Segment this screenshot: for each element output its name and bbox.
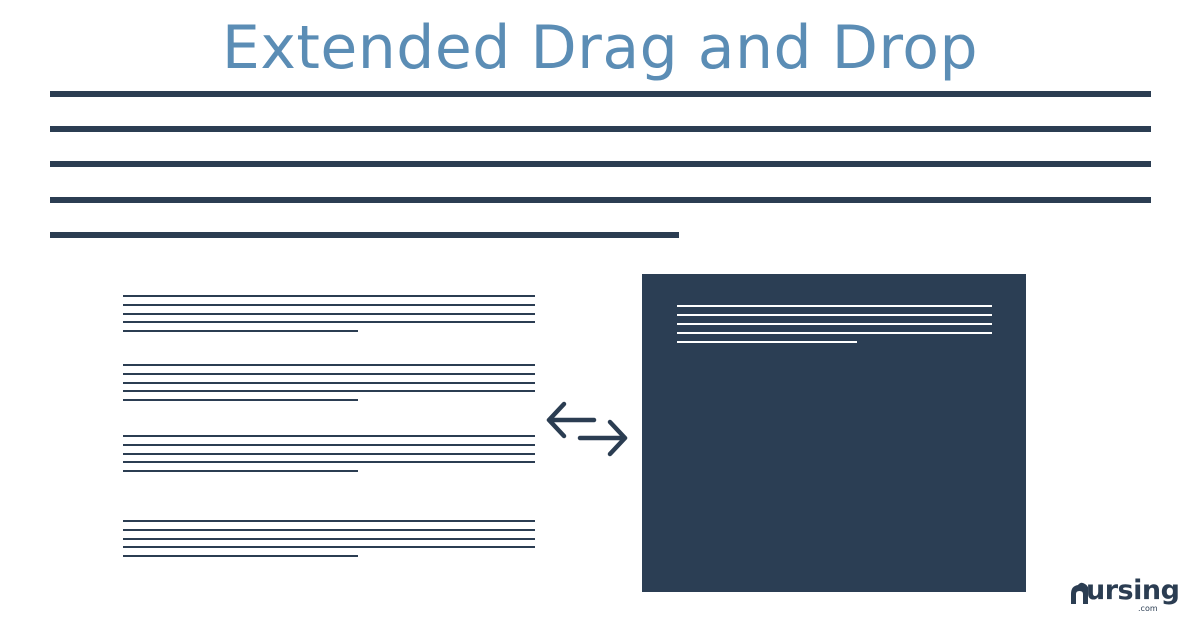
drag-item-line xyxy=(123,444,535,446)
swap-arrows-icon xyxy=(546,401,628,457)
drag-item-line xyxy=(123,520,535,522)
prompt-line xyxy=(50,161,1151,167)
logo-wordmark: ursing xyxy=(1086,575,1180,606)
prompt-line xyxy=(50,197,1151,203)
brand-logo: ursing .com xyxy=(1066,576,1180,616)
drop-zone-line xyxy=(677,323,992,325)
drag-item-line xyxy=(123,538,535,540)
drop-zone-line xyxy=(677,314,992,316)
prompt-line xyxy=(50,232,679,238)
logo-suffix: .com xyxy=(1138,604,1158,613)
drag-item-line xyxy=(123,313,535,315)
drag-item-line xyxy=(123,373,535,375)
drop-zone-line xyxy=(677,305,992,307)
drop-zone[interactable] xyxy=(642,274,1026,592)
drag-item-line xyxy=(123,304,535,306)
cloud-logo-icon xyxy=(1071,582,1089,604)
drop-zone-line xyxy=(677,332,992,334)
prompt-line xyxy=(50,91,1151,97)
drag-item-line xyxy=(123,364,535,366)
drag-item-line xyxy=(123,461,535,463)
prompt-line xyxy=(50,126,1151,132)
drag-item-line xyxy=(123,321,535,323)
drag-item-line xyxy=(123,453,535,455)
drag-item-line xyxy=(123,546,535,548)
drag-item-line xyxy=(123,382,535,384)
drag-item-line xyxy=(123,555,358,557)
drag-item-line xyxy=(123,470,358,472)
drag-item-line xyxy=(123,390,535,392)
drag-item-line xyxy=(123,330,358,332)
drag-item-line xyxy=(123,435,535,437)
drag-item-line xyxy=(123,529,535,531)
drop-zone-line xyxy=(677,341,857,343)
page-title: Extended Drag and Drop xyxy=(221,13,979,83)
drag-item-line xyxy=(123,295,535,297)
drag-item-line xyxy=(123,399,358,401)
